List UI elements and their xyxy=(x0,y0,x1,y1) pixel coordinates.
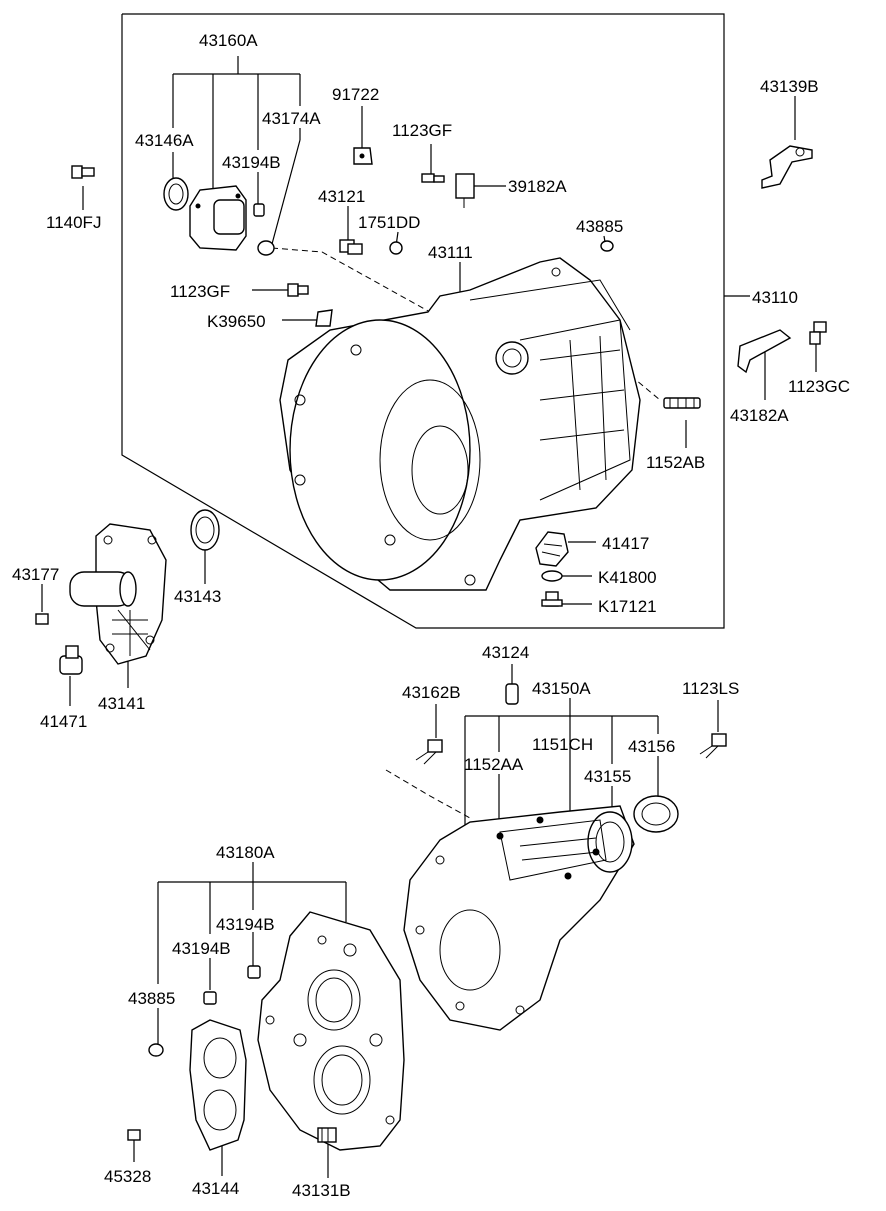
callout-1151CH[interactable]: 1151CH xyxy=(532,735,593,754)
part-43150A-transfer-case xyxy=(403,805,635,1031)
part-39182A-sensor xyxy=(455,173,475,208)
callout-K39650[interactable]: K39650 xyxy=(207,312,266,331)
part-K17121-plug xyxy=(541,591,563,607)
callout-43110[interactable]: 43110 xyxy=(752,288,798,307)
part-43180A-adapter-plate xyxy=(257,911,405,1151)
callout-43139B[interactable]: 43139B xyxy=(760,77,819,96)
part-43194B-dowel-b xyxy=(203,991,217,1005)
callout-43885-bottom[interactable]: 43885 xyxy=(128,989,175,1008)
callout-41417[interactable]: 41417 xyxy=(602,534,649,553)
callout-43144[interactable]: 43144 xyxy=(192,1179,239,1198)
part-1140FJ-bolt xyxy=(71,165,95,179)
part-45328-bolt xyxy=(127,1129,141,1141)
part-43121-bolt xyxy=(339,239,363,255)
part-41417-cover xyxy=(535,531,569,567)
callout-43121[interactable]: 43121 xyxy=(318,187,365,206)
callout-43182A[interactable]: 43182A xyxy=(730,406,789,425)
part-bearing-retainer xyxy=(189,185,247,251)
part-43194B-dowel-pin xyxy=(253,203,265,217)
part-43885-plug-top xyxy=(600,240,614,252)
part-43124-breather xyxy=(505,683,519,705)
part-1152AB-stud xyxy=(663,397,701,409)
part-1123GC-bolt xyxy=(809,321,827,345)
callout-41471[interactable]: 41471 xyxy=(40,712,87,731)
part-1751DD-washer xyxy=(389,241,403,255)
part-43131B-clip xyxy=(317,1127,337,1143)
part-1123LS-bolt xyxy=(699,733,727,759)
part-K39650-clip xyxy=(315,309,333,327)
callout-43885-top[interactable]: 43885 xyxy=(576,217,623,236)
part-43182A-bracket xyxy=(737,329,792,374)
callout-1140FJ[interactable]: 1140FJ xyxy=(46,213,101,232)
part-43174A-seal xyxy=(257,240,275,256)
callout-43156[interactable]: 43156 xyxy=(628,737,675,756)
callout-43177[interactable]: 43177 xyxy=(12,565,59,584)
part-43146A-oil-seal xyxy=(163,177,189,211)
part-43194B-dowel-a xyxy=(247,965,261,979)
callout-43194B-b[interactable]: 43194B xyxy=(172,939,231,958)
callout-1123GF-top[interactable]: 1123GF xyxy=(392,121,452,140)
callout-43111[interactable]: 43111 xyxy=(428,243,473,262)
part-1123GF-bolt-mid xyxy=(287,283,309,297)
part-43111-clutch-housing xyxy=(279,257,641,591)
callout-43143[interactable]: 43143 xyxy=(174,587,221,606)
callout-43141[interactable]: 43141 xyxy=(98,694,145,713)
callout-43155[interactable]: 43155 xyxy=(584,767,631,786)
part-43156-oil-seal xyxy=(633,795,679,833)
callouts: 43160A 91722 43146A 43174A 1123GF 43194B… xyxy=(12,31,850,1200)
part-43162B-bolt xyxy=(415,739,443,765)
callout-1152AA[interactable]: 1152AA xyxy=(464,755,524,774)
callout-43180A[interactable]: 43180A xyxy=(216,843,275,862)
callout-43150A[interactable]: 43150A xyxy=(532,679,591,698)
part-43141-extension-housing xyxy=(69,523,167,665)
callout-1123LS[interactable]: 1123LS xyxy=(682,679,739,698)
callout-39182A[interactable]: 39182A xyxy=(508,177,567,196)
callout-91722[interactable]: 91722 xyxy=(332,85,379,104)
part-41471-breather xyxy=(59,645,83,675)
callout-43162B[interactable]: 43162B xyxy=(402,683,461,702)
callout-43174A[interactable]: 43174A xyxy=(262,109,321,128)
part-43144-gasket xyxy=(189,1019,247,1151)
part-K41800-washer xyxy=(541,570,563,582)
callout-1123GF-mid[interactable]: 1123GF xyxy=(170,282,230,301)
callout-K17121[interactable]: K17121 xyxy=(598,597,657,616)
callout-43194B-a[interactable]: 43194B xyxy=(216,915,275,934)
part-91722-clip xyxy=(353,147,373,165)
assembly-frame xyxy=(121,13,725,629)
callout-43146A[interactable]: 43146A xyxy=(135,131,194,150)
callout-1751DD[interactable]: 1751DD xyxy=(358,213,420,232)
callout-1123GC[interactable]: 1123GC xyxy=(788,377,850,396)
callout-1152AB[interactable]: 1152AB xyxy=(646,453,705,472)
part-43885-plug-bottom xyxy=(148,1043,164,1057)
callout-K41800[interactable]: K41800 xyxy=(598,568,657,587)
part-43143-oil-seal xyxy=(190,509,220,551)
callout-43160A[interactable]: 43160A xyxy=(199,31,258,50)
callout-43131B[interactable]: 43131B xyxy=(292,1181,351,1200)
callout-45328[interactable]: 45328 xyxy=(104,1167,151,1186)
callout-43124[interactable]: 43124 xyxy=(482,643,529,662)
part-1123GF-bolt-top xyxy=(421,173,445,183)
part-43139B-bracket xyxy=(761,145,813,189)
part-43177-bolt xyxy=(35,613,49,625)
callout-43194B-top[interactable]: 43194B xyxy=(222,153,281,172)
